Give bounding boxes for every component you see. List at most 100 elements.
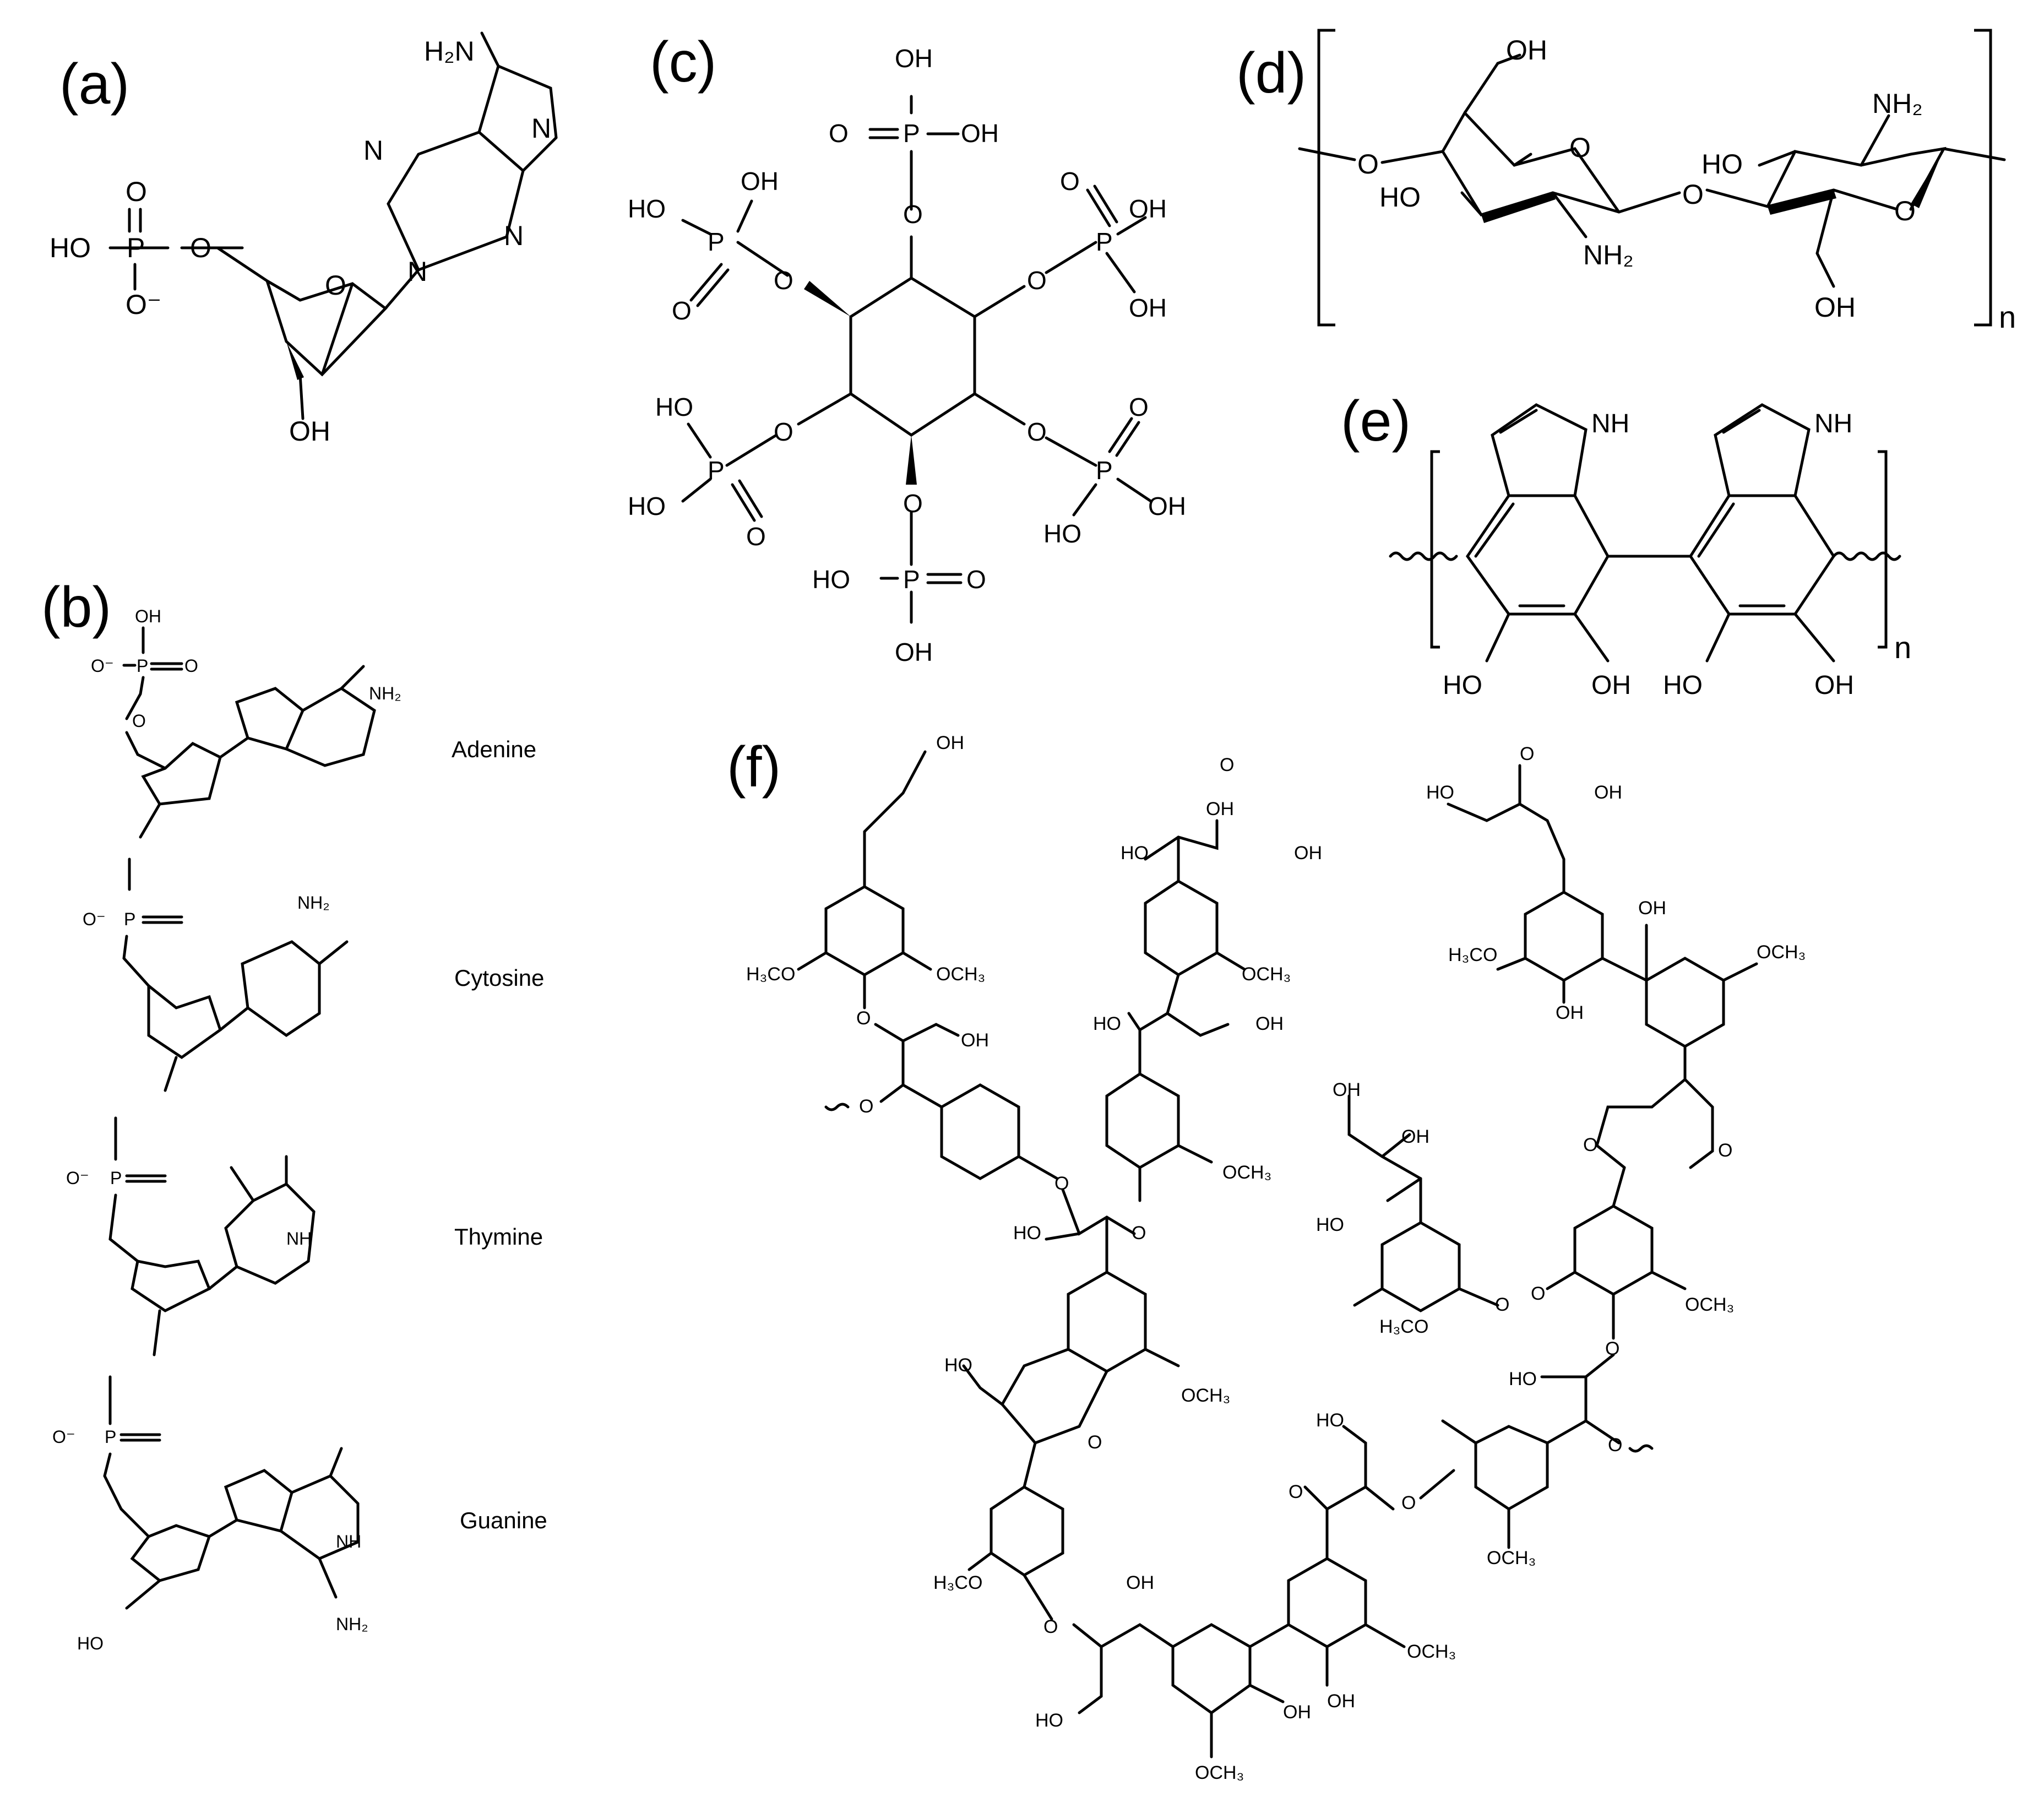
atom-c-o-top-link: O: [903, 200, 923, 229]
panel-f-bonds: [797, 750, 1758, 1758]
panel-d: (d) OH O O HO: [1236, 29, 2016, 334]
atom-b-nh2-g: NH₂: [336, 1614, 368, 1634]
atom-d-oh-bot: OH: [1814, 292, 1856, 323]
atom-e-nh-2: NH: [1814, 409, 1852, 438]
atom-f-h3co-4: H₃CO: [1379, 1316, 1428, 1337]
atom-c-o-ur-link: O: [1027, 266, 1047, 295]
atom-e-oh-1: OH: [1591, 671, 1631, 700]
panel-f-label: (f): [727, 735, 781, 799]
atom-f-ho-4: HO: [1316, 1410, 1344, 1431]
atom-a-n1: N: [363, 135, 383, 166]
atom-c-p-ur: P: [1096, 227, 1113, 256]
base-label-cytosine: Cytosine: [454, 965, 544, 991]
atom-f-h3co-1: H₃CO: [746, 964, 795, 985]
atom-d-nh2-2: NH₂: [1872, 88, 1923, 119]
atom-f-o-11: O: [1583, 1135, 1597, 1155]
atom-b-o-minus-3: O⁻: [66, 1168, 89, 1188]
atom-f-oh-5: OH: [1327, 1691, 1355, 1712]
atom-f-o-10: O: [1520, 743, 1534, 764]
atom-f-o-2: O: [859, 1096, 873, 1117]
atom-f-oh-3: OH: [1126, 1572, 1154, 1593]
atom-c-ho-ll-2: HO: [628, 492, 666, 520]
atom-f-oh-12: OH: [1333, 1079, 1361, 1100]
atom-d-ho-2: HO: [1701, 149, 1743, 180]
panel-a: (a) H₂N N N N N HO P O O O⁻ O OH: [50, 31, 558, 447]
atom-c-ho-bot: HO: [812, 565, 850, 594]
atom-a-o-ring: O: [325, 270, 346, 301]
atom-a-nh2: H₂N: [424, 36, 475, 67]
repeat-n-e: n: [1894, 630, 1911, 665]
nucleotide-cytosine: [122, 857, 349, 1092]
inositol-ring: [849, 276, 976, 437]
atom-a-n3: N: [504, 220, 524, 251]
atom-f-o-8: O: [1401, 1492, 1416, 1513]
atom-f-oh-6: OH: [1206, 799, 1234, 819]
atom-f-h3co-2: H₃CO: [933, 1572, 982, 1593]
base-label-thymine: Thymine: [454, 1224, 543, 1250]
panel-b-label: (b): [41, 576, 111, 639]
atom-c-oh-ur-2: OH: [1129, 294, 1167, 322]
panel-c: (c): [628, 30, 1186, 666]
base-label-guanine: Guanine: [460, 1507, 547, 1533]
atom-f-o-12: O: [1718, 1140, 1732, 1161]
atom-a-n2: N: [531, 113, 551, 144]
panel-c-bonds: [681, 95, 1153, 624]
panel-d-label: (d): [1236, 41, 1306, 105]
atom-d-o-left: O: [1357, 149, 1379, 180]
atom-f-o-13: O: [1531, 1283, 1545, 1304]
atom-f-ho-6: HO: [1093, 1013, 1121, 1034]
atom-d-o-mid: O: [1682, 179, 1704, 210]
atom-c-o-top-dbl: O: [829, 119, 849, 148]
atom-b-o-minus-1: O⁻: [91, 656, 114, 676]
bracket-right-e: [1878, 450, 1888, 649]
atom-f-oh-1: OH: [936, 732, 964, 753]
atom-c-o-bot-link: O: [903, 489, 923, 518]
atom-a-oh: OH: [289, 416, 330, 447]
atom-b-p-1: P: [137, 656, 148, 676]
atom-f-och3-9: OCH₃: [1487, 1548, 1536, 1568]
nucleotide-thymine: [108, 1116, 316, 1356]
atom-c-p-ul: P: [708, 227, 725, 256]
atom-b-o-1: O: [184, 656, 198, 676]
atom-c-o-bot-dbl: O: [966, 565, 986, 594]
atom-f-o-4: O: [1132, 1223, 1146, 1244]
panel-b: (b): [41, 576, 547, 1653]
atom-b-nh2-a: NH₂: [369, 683, 401, 703]
atom-b-o-minus-2: O⁻: [83, 909, 106, 929]
panel-e-bonds: [1389, 403, 1901, 663]
bracket-left-d: [1317, 29, 1335, 327]
atom-f-ho-3: HO: [1035, 1710, 1063, 1731]
atom-e-oh-2: OH: [1814, 671, 1854, 700]
atom-f-och3-4: OCH₃: [1407, 1641, 1456, 1662]
atom-c-p-lr: P: [1096, 456, 1113, 485]
atom-f-o-6: O: [1043, 1616, 1058, 1637]
atom-d-ho-1: HO: [1379, 182, 1421, 213]
atom-d-o-ring1: O: [1569, 132, 1591, 163]
atom-b-o-2: O: [132, 711, 146, 731]
atom-f-oh-11: OH: [1638, 898, 1666, 919]
atom-c-p-bot: P: [903, 565, 920, 594]
atom-f-oh-4: OH: [1283, 1702, 1311, 1723]
atom-c-ho-ul: HO: [628, 194, 666, 223]
atom-c-oh-top-r: OH: [961, 119, 999, 148]
atom-d-nh2-1: NH₂: [1583, 240, 1634, 270]
panel-b-backbone: [122, 626, 183, 770]
nucleotide-guanine: [103, 1375, 360, 1610]
atom-f-och3-5: OCH₃: [1242, 964, 1291, 985]
atom-f-oh-9: OH: [1594, 782, 1622, 803]
atom-c-o-ll-dbl: O: [746, 522, 766, 551]
atom-f-oh-7: OH: [1294, 843, 1322, 864]
atom-f-oh-10: OH: [1556, 1002, 1584, 1023]
atom-f-oh-13: OH: [1401, 1126, 1429, 1147]
bracket-left-e: [1430, 450, 1440, 649]
atom-e-ho-2: HO: [1663, 671, 1703, 700]
atom-f-o-5: O: [1088, 1432, 1102, 1453]
atom-e-ho-1: HO: [1443, 671, 1482, 700]
panel-a-label: (a): [59, 52, 129, 116]
atom-c-p-top: P: [903, 119, 920, 148]
base-label-adenine: Adenine: [452, 736, 536, 762]
atom-c-o-ll-link: O: [774, 417, 793, 446]
panel-e: (e) NH NH HO OH HO OH n: [1341, 389, 1911, 700]
atom-b-nh-g: NH: [336, 1532, 361, 1551]
